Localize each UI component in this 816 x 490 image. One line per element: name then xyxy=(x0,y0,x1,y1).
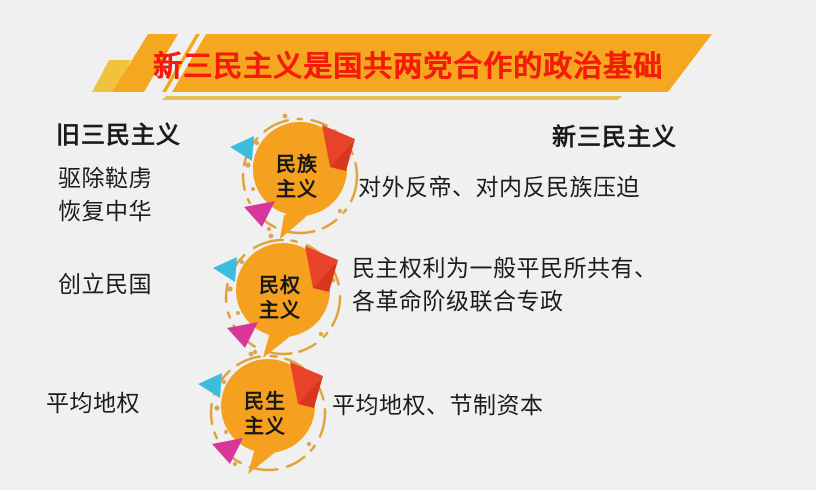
triangle-right-icon xyxy=(290,362,323,404)
dot-icon xyxy=(251,187,255,191)
slide-canvas: 新三民主义是国共两党合作的政治基础 旧三民主义 新三民主义 驱除鞑虏 恢复中华 … xyxy=(0,26,816,474)
page-title: 新三民主义是国共两党合作的政治基础 xyxy=(152,51,663,83)
new-principle-2: 民主权利为一般平民所共有、 各革命阶级联合专政 xyxy=(352,255,658,314)
dot-icon xyxy=(239,259,245,265)
banner-accent-slash-1 xyxy=(92,60,131,92)
old-principle-1: 驱除鞑虏 恢复中华 xyxy=(58,165,152,224)
dot-icon xyxy=(337,208,343,214)
title-banner-shape xyxy=(92,34,712,100)
banner-body xyxy=(112,34,700,92)
triangle-bottom-icon xyxy=(212,438,243,464)
triangle-left-icon xyxy=(230,136,254,161)
triangle-right-shade-icon xyxy=(330,139,355,171)
triangle-right-icon xyxy=(305,246,338,288)
dashed-ring-icon xyxy=(224,238,342,356)
badge-circle-body xyxy=(221,359,315,453)
dot-icon xyxy=(282,113,288,119)
principle-badge-livelihood[interactable]: 民生 主义 xyxy=(190,340,340,490)
banner-tip xyxy=(660,34,712,92)
dot-icon xyxy=(266,226,272,232)
dot-icon xyxy=(252,349,258,355)
column-header-old: 旧三民主义 xyxy=(56,122,181,149)
triangle-right-icon xyxy=(322,125,355,167)
banner-underline xyxy=(162,96,622,100)
triangle-left-icon xyxy=(213,257,237,282)
dot-icon xyxy=(232,461,238,467)
dot-icon xyxy=(254,140,260,146)
dot-icon xyxy=(221,379,227,385)
new-principle-1: 对外反帝、对内反民族压迫 xyxy=(358,174,640,200)
column-header-new: 新三民主义 xyxy=(552,124,677,151)
dot-icon xyxy=(214,405,220,411)
triangle-right-shade-icon xyxy=(298,376,323,408)
triangle-right-shade-icon xyxy=(313,260,338,292)
badge-speech-tail xyxy=(263,328,293,358)
dot-icon xyxy=(224,430,228,434)
title-banner: 新三民主义是国共两党合作的政治基础 xyxy=(0,26,816,102)
triangle-bottom-icon xyxy=(227,322,258,348)
triangle-bottom-icon xyxy=(244,201,275,227)
dot-icon xyxy=(268,233,274,239)
dot-icon xyxy=(248,351,254,357)
dot-icon xyxy=(318,331,324,337)
dot-icon xyxy=(245,162,251,168)
badge-circle-body xyxy=(253,122,347,216)
badge-graphic xyxy=(230,113,359,239)
dot-icon xyxy=(306,441,312,447)
badge-speech-tail xyxy=(280,207,310,237)
dashed-ring-icon xyxy=(241,117,359,235)
banner-notch-2 xyxy=(166,34,206,92)
badge-circle-body xyxy=(236,243,330,337)
old-principle-2: 创立民国 xyxy=(58,271,152,297)
badge-graphic xyxy=(198,351,327,474)
new-principle-3: 平均地权、节制资本 xyxy=(332,392,544,418)
triangle-left-icon xyxy=(198,373,222,398)
dot-icon xyxy=(227,286,233,292)
badge-graphic xyxy=(213,233,342,358)
old-principle-3: 平均地权 xyxy=(46,390,140,416)
dot-icon xyxy=(236,311,240,315)
banner-notch xyxy=(144,34,196,92)
